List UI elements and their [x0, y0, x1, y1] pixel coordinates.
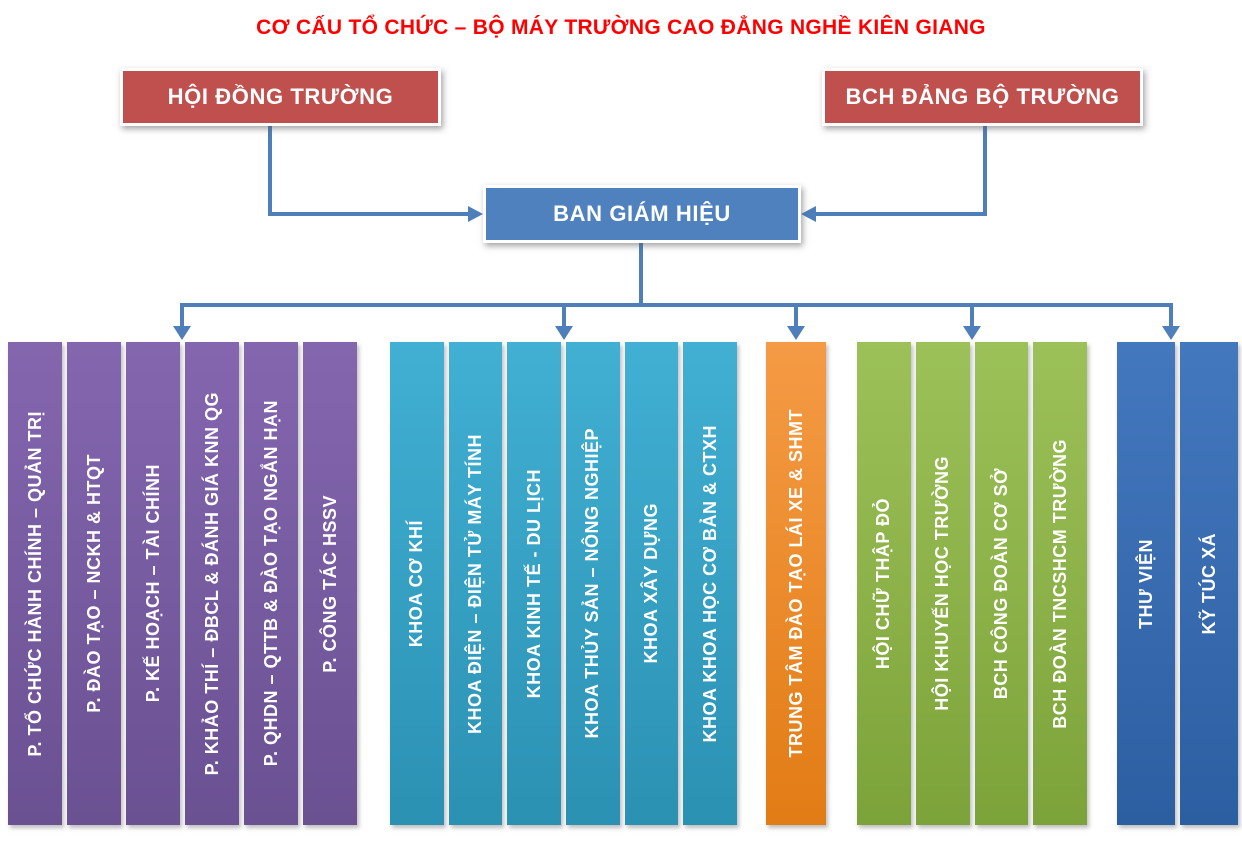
org-column-phong-3: P. KHẢO THÍ – ĐBCL & ĐÁNH GIÁ KNN QG — [185, 342, 239, 825]
org-column-label: P. TỔ CHỨC HÀNH CHÍNH – QUẢN TRỊ — [24, 410, 45, 757]
group-phong: P. TỔ CHỨC HÀNH CHÍNH – QUẢN TRỊ P. ĐÀO T… — [8, 342, 357, 825]
group-phuc-vu: THƯ VIỆN KỸ TÚC XÁ — [1117, 342, 1238, 825]
arrowhead-into-bgh-right — [801, 206, 816, 222]
connector-hoidong-to-bgh — [268, 126, 470, 216]
org-column-doan-the-2: BCH CÔNG ĐOÀN CƠ SỞ — [974, 342, 1029, 825]
org-column-khoa-3: KHOA THỦY SẢN – NÔNG NGHIỆP — [566, 342, 620, 825]
connector-dangbo-to-bgh — [814, 126, 987, 216]
org-column-khoa-0: KHOA CƠ KHÍ — [390, 342, 444, 825]
org-column-label: P. KHẢO THÍ – ĐBCL & ĐÁNH GIÁ KNN QG — [201, 391, 222, 776]
org-column-label: P. ĐÀO TẠO – NCKH & HTQT — [83, 454, 104, 713]
org-column-label: KHOA KINH TẾ - DU LỊCH — [523, 468, 544, 699]
org-column-khoa-2: KHOA KINH TẾ - DU LỊCH — [507, 342, 562, 825]
org-column-label: KHOA XÂY DỰNG — [641, 503, 662, 664]
group-khoa: KHOA CƠ KHÍ KHOA ĐIỆN – ĐIỆN TỬ MÁY TÍNH K… — [390, 342, 738, 825]
box-ban-giam-hieu: BAN GIÁM HIỆU — [483, 185, 801, 243]
arrowhead-into-bgh-left — [468, 206, 483, 222]
org-column-phong-1: P. ĐÀO TẠO – NCKH & HTQT — [67, 342, 121, 825]
arrowhead-trungtam — [787, 326, 805, 340]
arrowhead-phong — [173, 326, 191, 340]
group-trung-tam: TRUNG TÂM ĐÀO TẠO LÁI XE & SHMT — [766, 342, 826, 825]
org-column-doan-the-0: HỘI CHỮ THẬP ĐỎ — [857, 342, 911, 825]
box-ban-giam-hieu-label: BAN GIÁM HIỆU — [553, 201, 731, 226]
org-column-phong-5: P. CÔNG TÁC HSSV — [303, 342, 357, 825]
org-column-phong-0: P. TỔ CHỨC HÀNH CHÍNH – QUẢN TRỊ — [8, 342, 62, 825]
org-column-phong-2: P. KẾ HOẠCH – TÀI CHÍNH — [126, 342, 180, 825]
org-column-label: BCH ĐOÀN TNCSHCM TRƯỜNG — [1049, 438, 1070, 729]
org-column-label: P. CÔNG TÁC HSSV — [319, 494, 340, 673]
org-column-doan-the-3: BCH ĐOÀN TNCSHCM TRƯỜNG — [1033, 342, 1087, 825]
org-column-label: TRUNG TÂM ĐÀO TẠO LÁI XE & SHMT — [785, 409, 806, 758]
connector-trunk — [180, 303, 1173, 327]
org-column-khoa-1: KHOA ĐIỆN – ĐIỆN TỬ MÁY TÍNH — [448, 342, 503, 825]
org-column-label: HỘI CHỮ THẬP ĐỎ — [873, 497, 894, 670]
chart-title: CƠ CẤU TỔ CHỨC – BỘ MÁY TRƯỜNG CAO ĐẲNG … — [256, 16, 986, 39]
box-hoi-dong-truong: HỘI ĐỒNG TRƯỜNG — [120, 68, 441, 126]
arrowhead-doanthe — [963, 326, 981, 340]
org-column-khoa-4: KHOA XÂY DỰNG — [624, 342, 679, 825]
org-column-doan-the-1: HỘI KHUYẾN HỌC TRƯỜNG — [915, 342, 970, 825]
org-column-label: THƯ VIỆN — [1135, 538, 1156, 629]
org-column-label: BCH CÔNG ĐOÀN CƠ SỞ — [990, 467, 1011, 700]
org-column-phong-4: P. QHDN – QTTB & ĐÀO TẠO NGẮN HẠN — [244, 342, 298, 825]
box-hoi-dong-truong-label: HỘI ĐỒNG TRƯỜNG — [167, 84, 394, 109]
org-column-label: KỸ TÚC XÁ — [1198, 532, 1219, 635]
org-column-label: KHOA ĐIỆN – ĐIỆN TỬ MÁY TÍNH — [465, 433, 485, 734]
org-column-label: P. KẾ HOẠCH – TÀI CHÍNH — [142, 464, 163, 703]
group-doan-the: HỘI CHỮ THẬP ĐỎ HỘI KHUYẾN HỌC TRƯỜNG BCH … — [857, 342, 1087, 825]
org-column-label: P. QHDN – QTTB & ĐÀO TẠO NGẮN HẠN — [260, 400, 281, 767]
org-column-phuc-vu-0: THƯ VIỆN — [1117, 342, 1175, 825]
org-column-trung-tam-0: TRUNG TÂM ĐÀO TẠO LÁI XE & SHMT — [766, 342, 826, 825]
org-column-label: KHOA KHOA HỌC CƠ BẢN & CTXH — [699, 424, 720, 743]
org-column-label: HỘI KHUYẾN HỌC TRƯỜNG — [932, 456, 953, 711]
arrowhead-khoa — [555, 326, 573, 340]
org-column-phuc-vu-1: KỸ TÚC XÁ — [1180, 342, 1238, 825]
org-column-label: KHOA CƠ KHÍ — [406, 519, 427, 648]
org-column-label: KHOA THỦY SẢN – NÔNG NGHIỆP — [582, 428, 603, 739]
box-bch-dang-bo-truong-label: BCH ĐẢNG BỘ TRƯỜNG — [845, 84, 1120, 109]
arrowhead-phucvu — [1162, 326, 1180, 340]
box-bch-dang-bo-truong: BCH ĐẢNG BỘ TRƯỜNG — [822, 68, 1143, 126]
org-column-khoa-5: KHOA KHOA HỌC CƠ BẢN & CTXH — [683, 342, 738, 825]
